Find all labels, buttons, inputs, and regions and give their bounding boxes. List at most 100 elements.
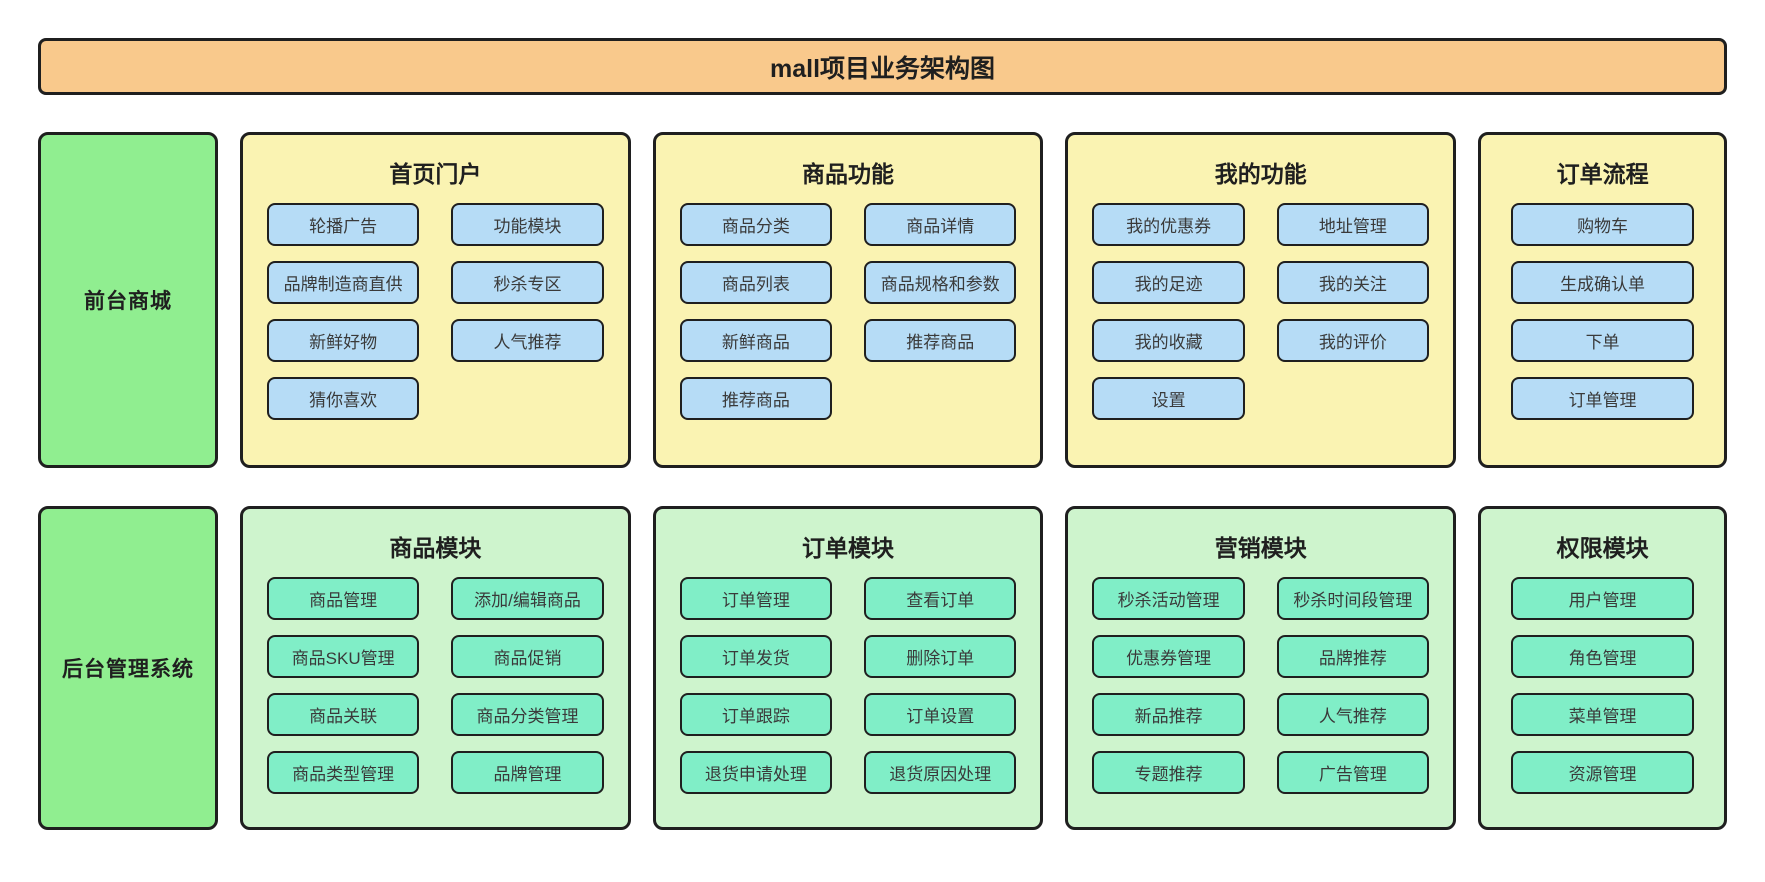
module-node: 添加/编辑商品 <box>451 577 604 620</box>
module-node: 订单设置 <box>864 693 1017 736</box>
module-node-label: 新品推荐 <box>1134 707 1203 726</box>
panel-items: 购物车 生成确认单 下单 订单管理 <box>1511 203 1695 420</box>
module-node: 订单跟踪 <box>679 693 833 736</box>
module-node-label: 广告管理 <box>1318 765 1387 784</box>
module-node-label: 资源管理 <box>1568 765 1637 784</box>
module-node-label: 地址管理 <box>1318 217 1387 236</box>
module-node-label: 秒杀专区 <box>493 275 562 294</box>
module-node: 商品规格和参数 <box>864 261 1017 304</box>
module-node: 我的评价 <box>1276 319 1430 362</box>
module-node-label: 商品规格和参数 <box>880 275 1000 294</box>
diagram-title-banner: mall项目业务架构图 <box>38 38 1727 95</box>
module-node: 生成确认单 <box>1511 261 1695 304</box>
module-node-label: 订单管理 <box>1568 391 1637 410</box>
module-node-label: 查看订单 <box>906 591 975 610</box>
module-node: 地址管理 <box>1276 203 1430 246</box>
module-node: 优惠券管理 <box>1092 635 1245 678</box>
module-node: 角色管理 <box>1511 635 1695 678</box>
module-node: 商品详情 <box>864 203 1017 246</box>
panel-items: 我的优惠券 地址管理 我的足迹 我的关注 我的收藏 我的评价 设置 <box>1092 203 1430 420</box>
diagram-row-admin-system: 后台管理系统 商品模块 商品管理 添加/编辑商品 商品SKU管理 商品促销 商品… <box>38 506 1728 830</box>
module-node: 设置 <box>1092 377 1245 420</box>
module-node-label: 功能模块 <box>493 217 562 236</box>
module-node: 商品管理 <box>267 577 420 620</box>
module-node: 我的收藏 <box>1092 319 1245 362</box>
module-node: 人气推荐 <box>451 319 604 362</box>
panel-permission-module: 权限模块 用户管理 角色管理 菜单管理 资源管理 <box>1478 506 1728 830</box>
module-node-label: 订单跟踪 <box>721 707 790 726</box>
diagram-title: mall项目业务架构图 <box>769 54 996 83</box>
module-node: 我的优惠券 <box>1092 203 1245 246</box>
module-node: 人气推荐 <box>1276 693 1430 736</box>
panel-title: 订单模块 <box>802 535 895 561</box>
panel-items: 用户管理 角色管理 菜单管理 资源管理 <box>1511 577 1695 794</box>
panel-title: 商品功能 <box>802 161 895 187</box>
module-node: 订单管理 <box>1511 377 1695 420</box>
module-node-label: 我的收藏 <box>1134 333 1203 352</box>
module-node: 商品分类 <box>679 203 833 246</box>
module-node-label: 角色管理 <box>1568 649 1637 668</box>
panel-title: 订单流程 <box>1556 161 1649 187</box>
module-node: 品牌制造商直供 <box>267 261 420 304</box>
panel-product-features: 商品功能 商品分类 商品详情 商品列表 商品规格和参数 新鲜商品 推荐商品 推荐… <box>652 132 1044 468</box>
module-node: 秒杀时间段管理 <box>1276 577 1430 620</box>
panel-items: 商品管理 添加/编辑商品 商品SKU管理 商品促销 商品关联 商品分类管理 商品… <box>267 577 604 794</box>
module-node: 资源管理 <box>1511 751 1695 794</box>
module-node-label: 删除订单 <box>906 649 975 668</box>
module-node-label: 生成确认单 <box>1560 275 1646 294</box>
module-node-label: 订单管理 <box>721 591 790 610</box>
module-node-label: 我的足迹 <box>1134 275 1203 294</box>
module-node-label: 新鲜好物 <box>309 333 378 352</box>
panel-title: 权限模块 <box>1556 535 1649 561</box>
panel-marketing-module: 营销模块 秒杀活动管理 秒杀时间段管理 优惠券管理 品牌推荐 新品推荐 人气推荐… <box>1065 506 1457 830</box>
module-node: 品牌管理 <box>451 751 604 794</box>
module-node-label: 商品详情 <box>906 217 975 236</box>
module-node-label: 人气推荐 <box>493 333 562 352</box>
module-node: 秒杀专区 <box>451 261 604 304</box>
module-node: 删除订单 <box>864 635 1017 678</box>
diagram-body: 前台商城 首页门户 轮播广告 功能模块 品牌制造商直供 秒杀专区 新鲜好物 人气… <box>38 132 1728 830</box>
module-node-label: 专题推荐 <box>1134 765 1203 784</box>
module-node-label: 下单 <box>1585 333 1620 352</box>
module-node-label: 我的优惠券 <box>1126 217 1212 236</box>
module-node-label: 订单设置 <box>906 707 975 726</box>
module-node: 查看订单 <box>864 577 1017 620</box>
panel-order-module: 订单模块 订单管理 查看订单 订单发货 删除订单 订单跟踪 订单设置 退货申请处… <box>652 506 1044 830</box>
module-node-label: 推荐商品 <box>721 391 790 410</box>
module-node: 功能模块 <box>451 203 604 246</box>
module-node-label: 我的关注 <box>1318 275 1387 294</box>
module-node-label: 人气推荐 <box>1318 707 1387 726</box>
panel-product-module: 商品模块 商品管理 添加/编辑商品 商品SKU管理 商品促销 商品关联 商品分类… <box>240 506 631 830</box>
panel-order-flow: 订单流程 购物车 生成确认单 下单 订单管理 <box>1478 132 1728 468</box>
panel-title: 首页门户 <box>389 161 482 187</box>
module-node: 推荐商品 <box>864 319 1017 362</box>
module-node: 秒杀活动管理 <box>1092 577 1245 620</box>
panel-my-features: 我的功能 我的优惠券 地址管理 我的足迹 我的关注 我的收藏 我的评价 设置 <box>1065 132 1457 468</box>
module-node: 品牌推荐 <box>1276 635 1430 678</box>
module-node: 商品类型管理 <box>267 751 420 794</box>
sidebar-admin-system: 后台管理系统 <box>38 506 218 830</box>
module-node: 猜你喜欢 <box>267 377 420 420</box>
sidebar-label: 后台管理系统 <box>62 658 194 681</box>
module-node: 商品列表 <box>679 261 833 304</box>
module-node-label: 订单发货 <box>721 649 790 668</box>
module-node: 推荐商品 <box>679 377 833 420</box>
module-node-label: 菜单管理 <box>1568 707 1637 726</box>
module-node-label: 猜你喜欢 <box>309 391 378 410</box>
module-node: 新鲜商品 <box>679 319 833 362</box>
module-node: 用户管理 <box>1511 577 1695 620</box>
module-node: 退货申请处理 <box>679 751 833 794</box>
module-node: 专题推荐 <box>1092 751 1245 794</box>
module-node-label: 添加/编辑商品 <box>474 591 581 610</box>
module-node-label: 购物车 <box>1577 217 1629 236</box>
module-node-label: 轮播广告 <box>309 217 378 236</box>
module-node-label: 新鲜商品 <box>721 333 790 352</box>
module-node-label: 品牌管理 <box>493 765 562 784</box>
module-node: 退货原因处理 <box>864 751 1017 794</box>
module-node-label: 商品关联 <box>309 707 378 726</box>
module-node-label: 秒杀时间段管理 <box>1293 591 1413 610</box>
module-node-label: 商品管理 <box>309 591 378 610</box>
module-node-label: 推荐商品 <box>906 333 975 352</box>
module-node-label: 优惠券管理 <box>1126 649 1212 668</box>
